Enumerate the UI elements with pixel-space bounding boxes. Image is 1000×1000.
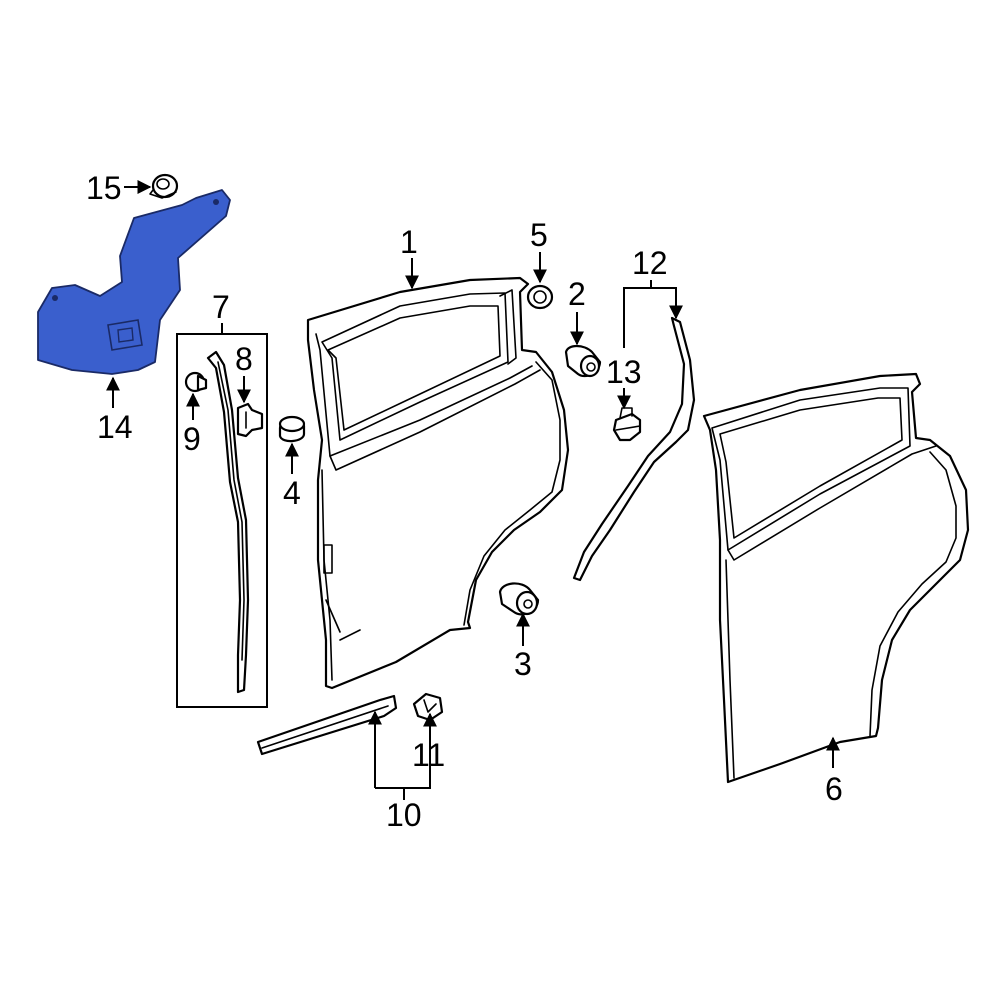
callout-9: 9 bbox=[183, 421, 201, 457]
bumper-part-4[interactable] bbox=[278, 415, 306, 443]
grommet-part-9[interactable] bbox=[184, 371, 208, 393]
weatherstrip-part-12[interactable] bbox=[572, 316, 696, 582]
callout-1: 1 bbox=[400, 224, 418, 260]
channel-strip-part-7[interactable] bbox=[206, 350, 250, 694]
callout-8: 8 bbox=[235, 341, 253, 377]
clip-part-15[interactable] bbox=[149, 173, 179, 199]
callout-4: 4 bbox=[283, 475, 301, 511]
bumper-part-2[interactable] bbox=[564, 344, 602, 378]
callout-5: 5 bbox=[530, 217, 548, 253]
water-shield-part-14[interactable] bbox=[37, 189, 231, 375]
door-shell-part-1[interactable] bbox=[306, 276, 570, 690]
callout-15: 15 bbox=[86, 170, 122, 206]
door-panel-part-6[interactable] bbox=[702, 372, 970, 784]
clip-part-13[interactable] bbox=[612, 407, 642, 442]
bumper-part-3[interactable] bbox=[498, 582, 540, 616]
callout-12: 12 bbox=[632, 245, 668, 281]
callout-11: 11 bbox=[412, 737, 445, 773]
callout-7: 7 bbox=[212, 289, 230, 325]
callout-14: 14 bbox=[97, 409, 133, 445]
clip-part-8[interactable] bbox=[236, 402, 264, 438]
callout-13: 13 bbox=[606, 354, 642, 390]
callout-6: 6 bbox=[825, 771, 843, 807]
callout-10: 10 bbox=[386, 797, 422, 833]
clip-part-11[interactable] bbox=[412, 692, 444, 722]
water-shield-highlight bbox=[37, 189, 231, 375]
grommet-part-5[interactable] bbox=[526, 284, 554, 310]
moulding-part-10[interactable] bbox=[256, 694, 398, 756]
callout-3: 3 bbox=[514, 646, 532, 682]
callout-2: 2 bbox=[568, 276, 586, 312]
